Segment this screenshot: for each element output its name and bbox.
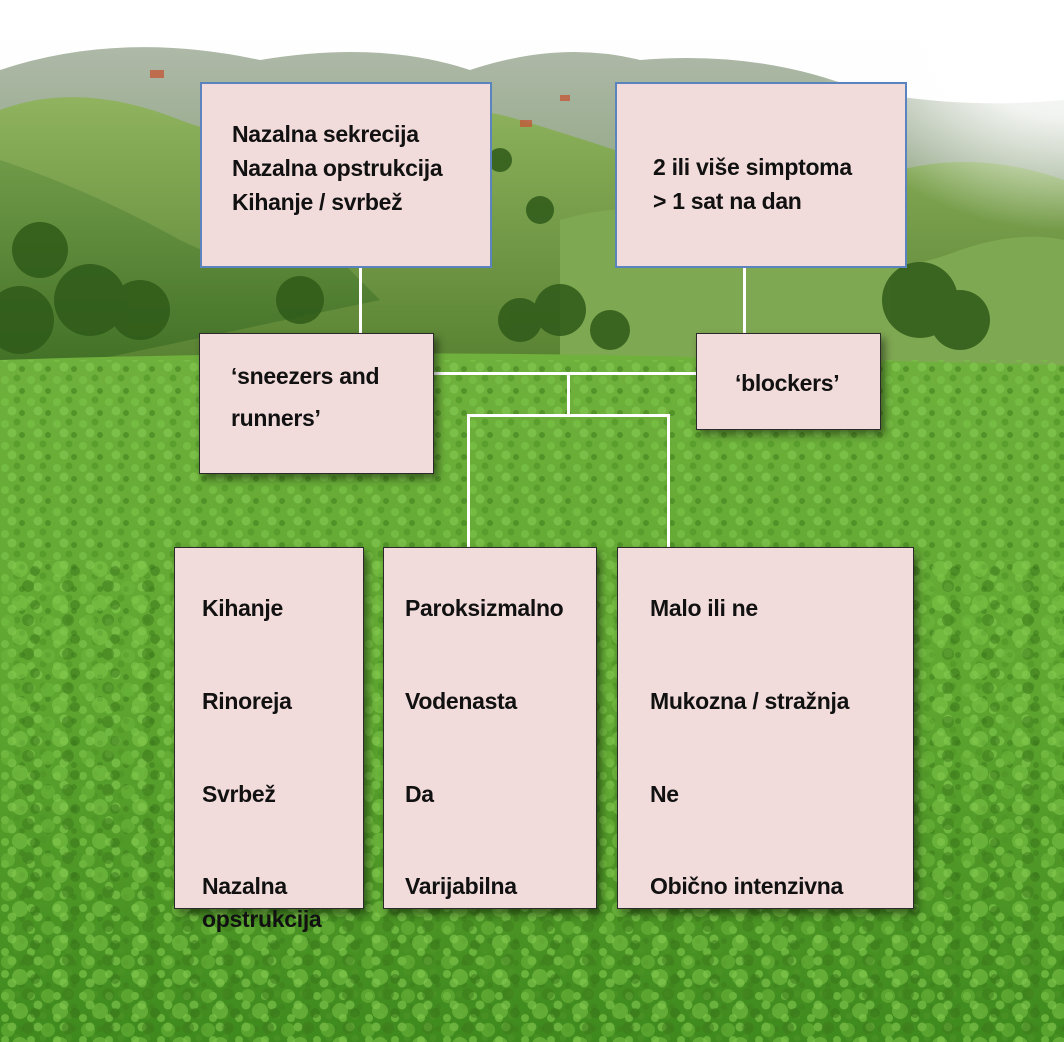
sneezers-value-sneezing: Paroksizmalno [405,595,564,621]
sneezers-value-itching: Da [405,781,434,807]
connector-branch-horizontal [467,414,669,417]
row-label-rhinorrhea: Rinoreja [202,688,292,714]
row-label-nasal-obstruction: Nazalna opstrukcija [202,873,322,932]
connector-symptoms-to-sneezers [359,268,362,333]
blockers-box: ‘blockers’ [696,333,881,430]
symptom-nasal-secretion: Nazalna sekrecija [232,121,419,147]
connector-branch-right [667,414,670,547]
blockers-label: ‘blockers’ [735,370,840,396]
blockers-value-sneezing: Malo ili ne [650,595,758,621]
connector-horizontal-categories [433,372,696,375]
connector-center-stem [567,372,570,416]
criteria-box: 2 ili više simptoma > 1 sat na dan [615,82,907,268]
row-label-itching: Svrbež [202,781,276,807]
sneezers-label-line2: runners’ [231,405,321,431]
row-label-sneezing: Kihanje [202,595,283,621]
sneezers-value-nasal-obstruction: Varijabilna [405,873,517,899]
sneezers-and-runners-box: ‘sneezers and runners’ [199,333,434,474]
symptom-sneezing-itching: Kihanje / svrbež [232,189,403,215]
sneezers-values-column: Paroksizmalno Vodenasta Da Varijabilna [383,547,597,909]
sneezers-label-line1: ‘sneezers and [231,363,380,389]
connector-branch-left [467,414,470,547]
blockers-values-column: Malo ili ne Mukozna / stražnja Ne Obično… [617,547,914,909]
criteria-two-or-more: 2 ili više simptoma [653,154,852,180]
blockers-value-nasal-obstruction: Obično intenzivna [650,873,843,899]
symptom-nasal-obstruction: Nazalna opstrukcija [232,155,443,181]
symptoms-box: Nazalna sekrecija Nazalna opstrukcija Ki… [200,82,492,268]
sneezers-value-rhinorrhea: Vodenasta [405,688,517,714]
blockers-value-itching: Ne [650,781,679,807]
criteria-duration: > 1 sat na dan [653,188,802,214]
blockers-value-rhinorrhea: Mukozna / stražnja [650,688,850,714]
connector-criteria-to-blockers [743,268,746,333]
symptom-labels-column: Kihanje Rinoreja Svrbež Nazalna opstrukc… [174,547,364,932]
